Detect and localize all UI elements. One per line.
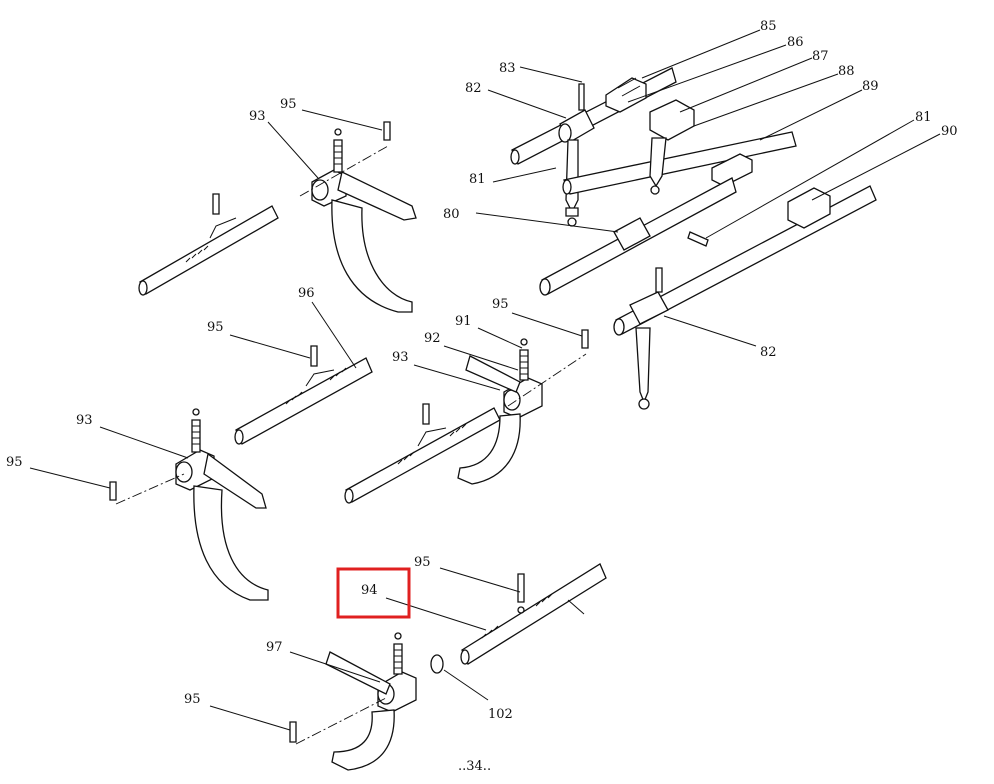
label-94: 94: [361, 583, 378, 598]
label-96: 96: [298, 286, 315, 301]
fork-middle-left: [109, 408, 269, 601]
label-91: 91: [455, 314, 472, 329]
label-89: 89: [862, 79, 879, 94]
label-95-bottom-left: 95: [184, 692, 201, 707]
label-95-center: 95: [492, 297, 509, 312]
label-97: 97: [266, 640, 283, 655]
label-95-mid-left: 95: [207, 320, 224, 335]
label-83: 83: [499, 61, 516, 76]
label-95-bottom: 95: [414, 555, 431, 570]
shaft-center: [344, 403, 501, 504]
label-88: 88: [838, 64, 855, 79]
label-93-center: 93: [392, 350, 409, 365]
label-93-left: 93: [76, 413, 93, 428]
fork-97: [289, 632, 417, 771]
shaft-94-assembly: [430, 563, 607, 674]
fork-upper-middle: [299, 121, 417, 313]
part-labels: 85 86 87 88 89 81 90 83 82 81 80 82 95 9…: [6, 19, 958, 774]
label-82-bottom: 82: [760, 345, 777, 360]
shaft-upper-left: [138, 193, 279, 296]
label-87: 87: [812, 49, 829, 64]
fork-center: [457, 329, 589, 485]
label-86: 86: [787, 35, 804, 50]
leader-lines: [29, 29, 941, 731]
label-102: 102: [488, 707, 513, 722]
label-95-upper: 95: [280, 97, 297, 112]
label-82-top: 82: [465, 81, 482, 96]
label-93-upper: 93: [249, 109, 266, 124]
label-80: 80: [443, 207, 460, 222]
label-81-right: 81: [915, 110, 932, 125]
page-number: ..34..: [458, 759, 491, 774]
label-81-left: 81: [469, 172, 486, 187]
shaft-96-assembly: [234, 345, 373, 445]
label-85: 85: [760, 19, 777, 34]
label-95-far-left: 95: [6, 455, 23, 470]
label-92: 92: [424, 331, 441, 346]
highlight-box: [336, 567, 411, 619]
shaft-assembly-upper-right: [510, 67, 877, 410]
label-90: 90: [941, 124, 958, 139]
